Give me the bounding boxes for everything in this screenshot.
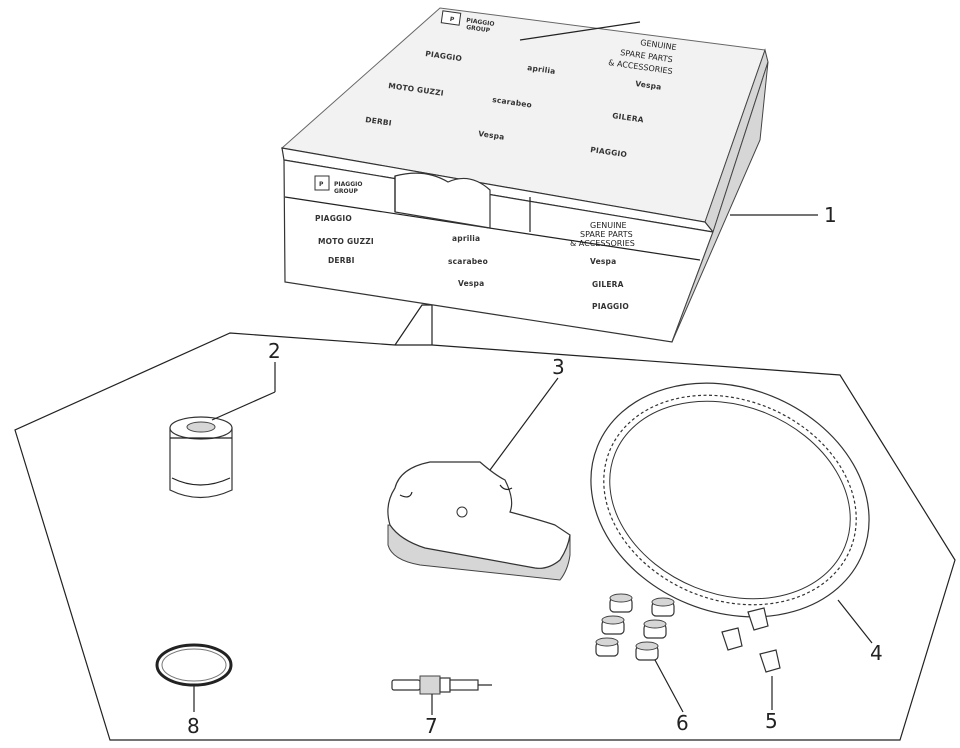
- front-logo-vespa: Vespa: [590, 257, 616, 266]
- lid-logo-vespa-script: Vespa: [478, 129, 505, 142]
- kit-boundary: [14, 332, 956, 741]
- leader-line-4: [837, 599, 873, 644]
- callout-2: 2: [268, 339, 281, 363]
- box-connector-line: [394, 304, 433, 346]
- front-logo-scarabeo: scarabeo: [448, 257, 488, 266]
- svg-text:P: P: [319, 181, 324, 188]
- front-logo-vespa-script: Vespa: [458, 279, 484, 288]
- callout-8: 8: [187, 714, 200, 738]
- front-logo-moto-guzzi: MOTO GUZZI: [318, 237, 374, 246]
- front-logo-aprilia: aprilia: [452, 234, 480, 243]
- spare-parts-box: P PIAGGIO GROUP GENUINE SPARE PARTS & AC…: [280, 7, 769, 343]
- drive-belt: [590, 382, 870, 618]
- box-front-brand-top: PIAGGIO: [334, 181, 362, 188]
- callout-5: 5: [765, 709, 778, 733]
- variator-rollers: [595, 593, 675, 661]
- box-lid-brand-top: PIAGGIO: [466, 17, 495, 28]
- svg-text:P: P: [449, 16, 455, 24]
- box-front-caption-3: & ACCESSORIES: [570, 239, 635, 248]
- box-lid-brand-bottom: GROUP: [466, 24, 491, 34]
- callout-6: 6: [676, 711, 689, 735]
- lid-logo-derbi: DERBI: [365, 115, 393, 128]
- box-front-caption-1: GENUINE: [590, 221, 627, 230]
- oil-filter: [169, 416, 233, 499]
- callout-1: 1: [824, 203, 837, 227]
- box-front-caption-2: SPARE PARTS: [580, 230, 633, 239]
- lid-logo-gilera: GILERA: [612, 111, 645, 124]
- front-logo-gilera: GILERA: [592, 280, 624, 289]
- front-logo-piaggio: PIAGGIO: [315, 214, 352, 223]
- box-front-brand-bottom: GROUP: [334, 188, 359, 195]
- front-logo-piaggio-2: PIAGGIO: [592, 302, 629, 311]
- callout-3: 3: [552, 355, 565, 379]
- leader-line-2b: [211, 391, 276, 421]
- callout-7: 7: [425, 714, 438, 738]
- variator-sliders: [721, 607, 781, 673]
- spark-plug: [391, 675, 492, 695]
- lid-logo-vespa: Vespa: [635, 79, 662, 92]
- leader-line-3: [489, 377, 559, 471]
- air-filter-element: [387, 461, 571, 581]
- lid-logo-aprilia: aprilia: [527, 63, 556, 76]
- leader-line-6: [654, 659, 684, 713]
- callout-4: 4: [870, 641, 883, 665]
- o-ring: [155, 643, 233, 687]
- front-logo-derbi: DERBI: [328, 256, 355, 265]
